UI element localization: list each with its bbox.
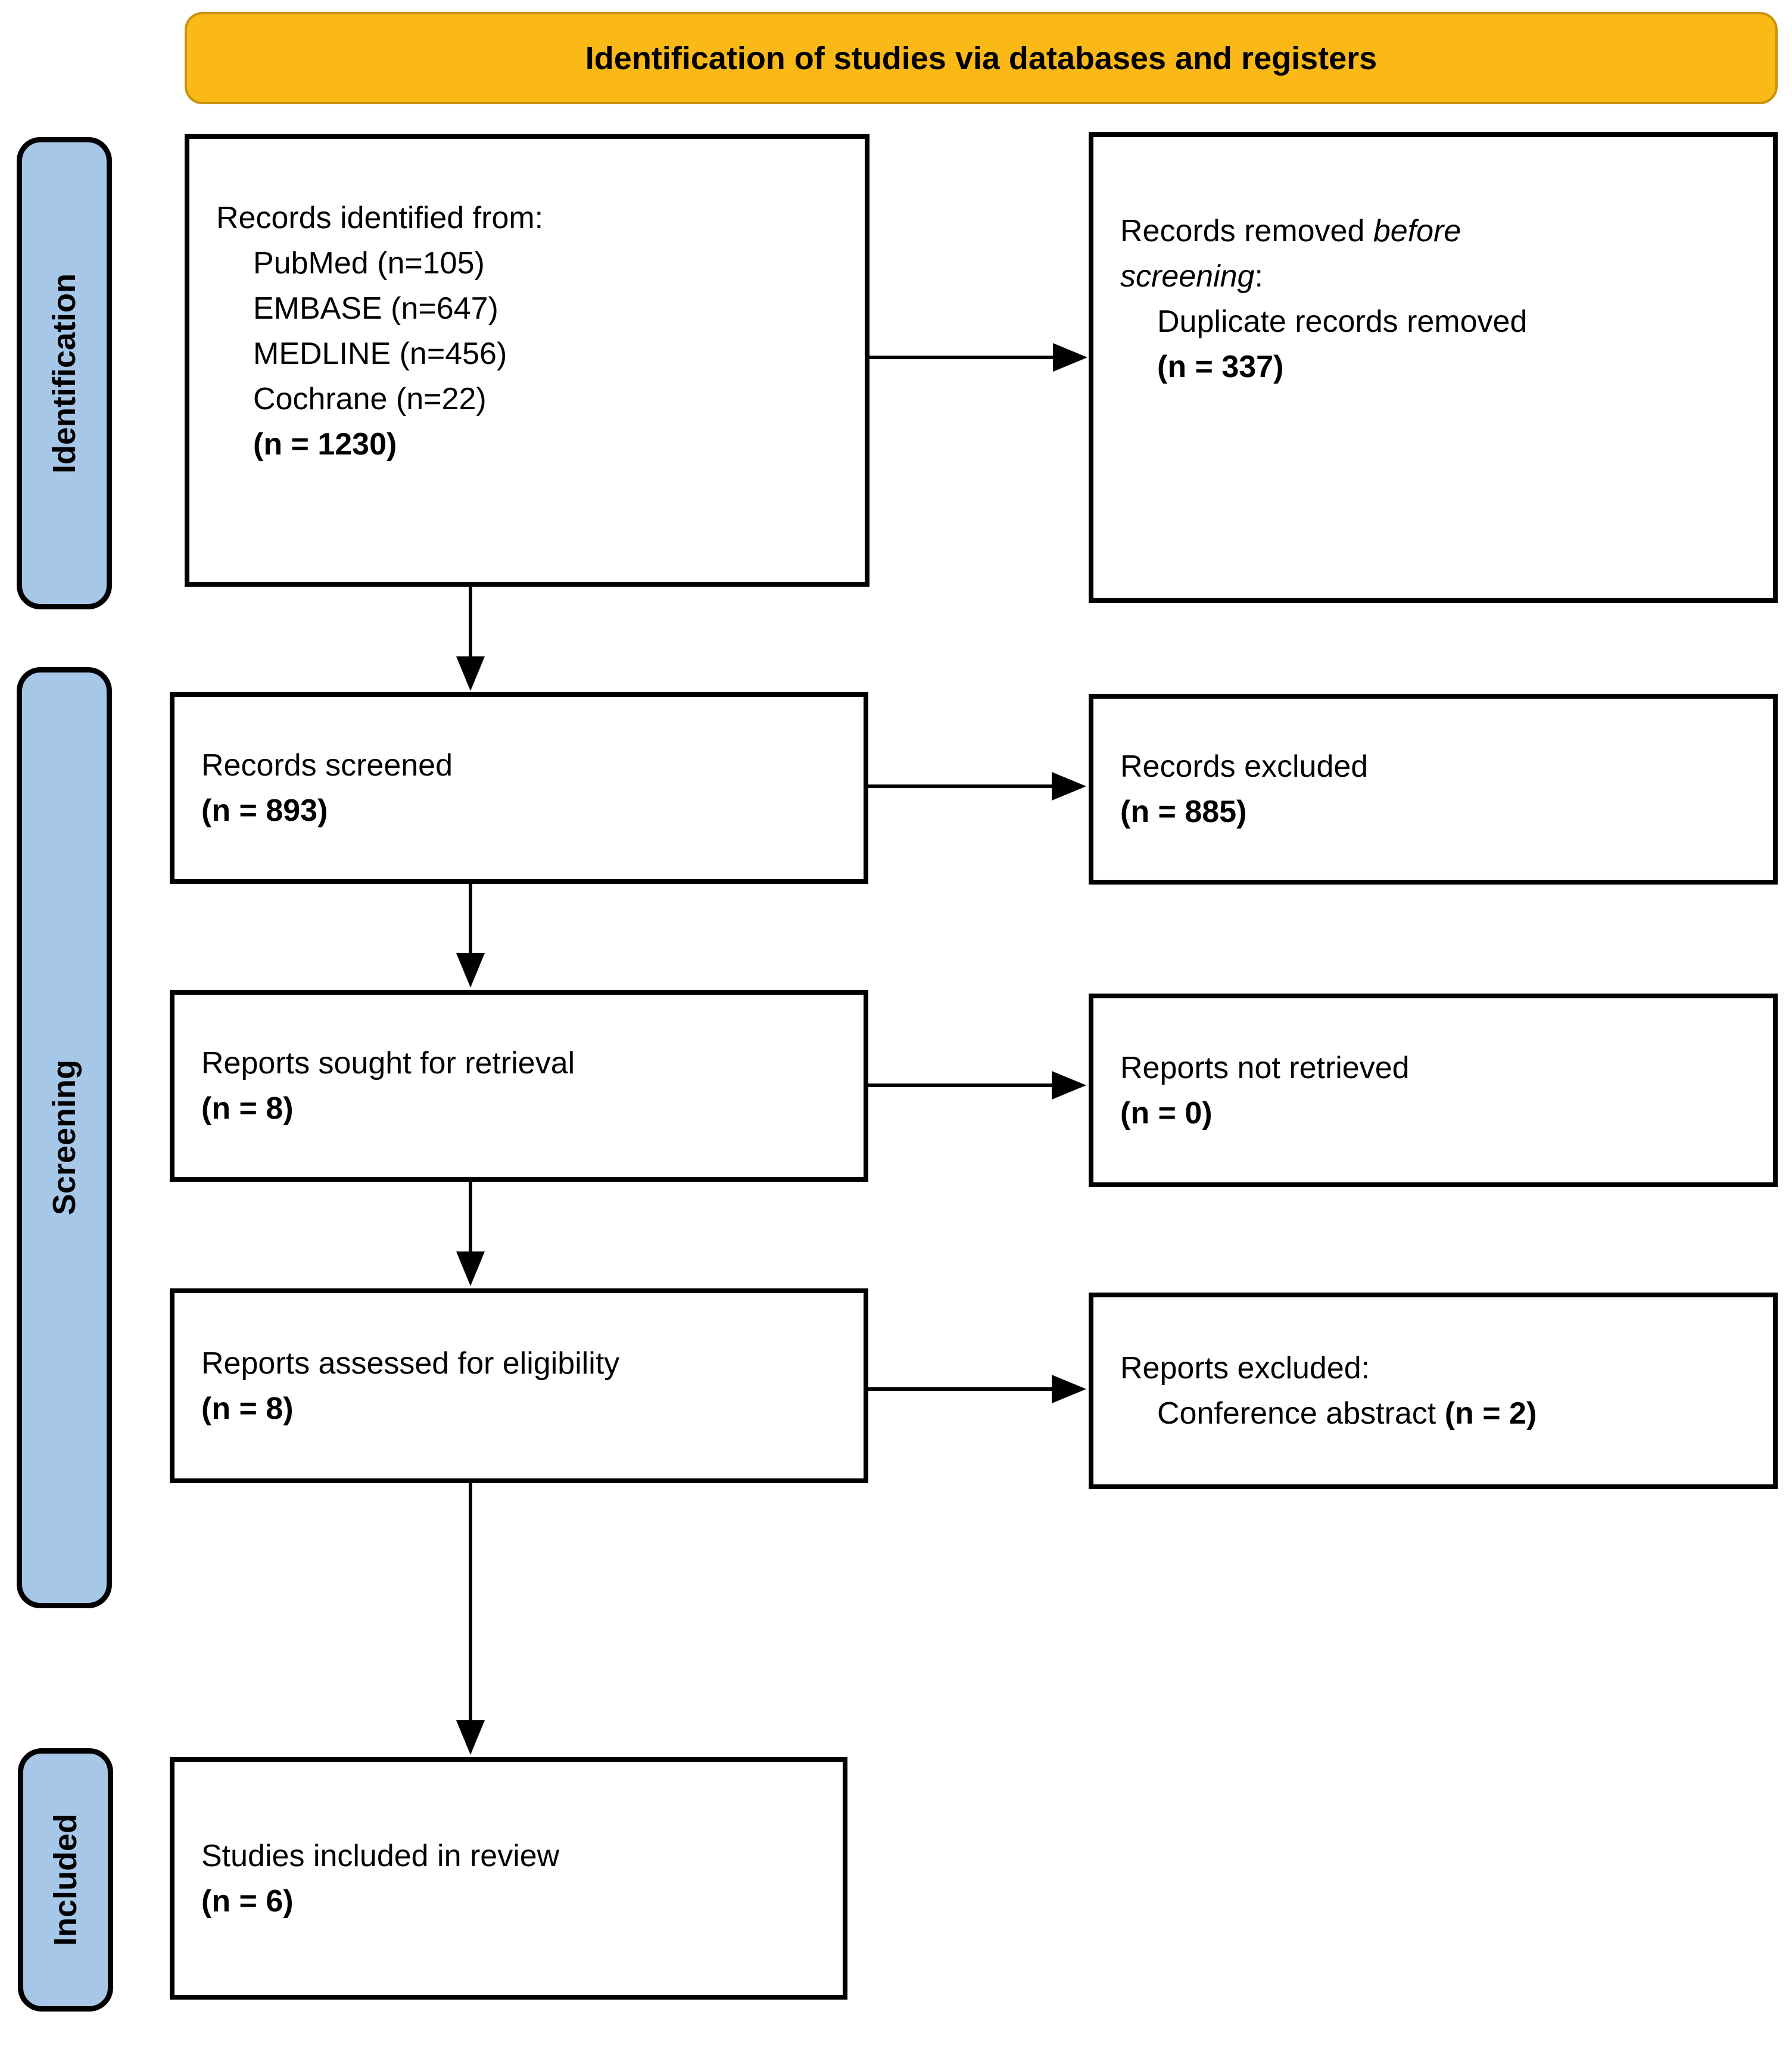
box-reports-excluded: Reports excluded: Conference abstract (n… xyxy=(1089,1293,1778,1489)
box-records-excluded: Records excluded (n = 885) xyxy=(1089,694,1778,885)
records-removed-line2: screening: xyxy=(1120,259,1263,294)
stage-label-screening: Screening xyxy=(46,1060,82,1216)
source-pubmed: PubMed (n=105) xyxy=(253,246,485,281)
records-screened-title: Records screened xyxy=(201,748,453,783)
records-excluded-title: Records excluded xyxy=(1120,749,1369,784)
stage-label-included: Included xyxy=(48,1813,83,1946)
arrow-identified-to-removed-head xyxy=(1053,343,1087,372)
banner: Identification of studies via databases … xyxy=(185,12,1778,104)
banner-title: Identification of studies via databases … xyxy=(585,40,1377,76)
box-records-identified: Records identified from: PubMed (n=105) … xyxy=(185,134,869,587)
studies-included-count: (n = 6) xyxy=(201,1883,294,1919)
stage-tab-identification: Identification xyxy=(17,137,112,609)
arrow-sought-to-assessed-head xyxy=(456,1251,485,1286)
arrow-assessed-to-included-line xyxy=(469,1483,472,1721)
stage-tab-screening: Screening xyxy=(17,667,112,1608)
arrow-identified-to-screened-head xyxy=(456,656,485,691)
box-reports-sought: Reports sought for retrieval (n = 8) xyxy=(170,990,868,1182)
arrow-assessed-to-included-head xyxy=(456,1720,485,1755)
records-identified-intro: Records identified from: xyxy=(216,201,544,235)
reports-excluded-reason: Conference abstract (n = 2) xyxy=(1157,1396,1537,1431)
box-records-screened: Records screened (n = 893) xyxy=(170,692,868,884)
arrow-sought-to-notretrieved-head xyxy=(1052,1071,1086,1100)
stage-tab-included: Included xyxy=(18,1748,113,2012)
arrow-sought-to-assessed-line xyxy=(469,1182,472,1253)
box-records-removed: Records removed before screening: Duplic… xyxy=(1089,132,1778,603)
records-removed-reason: Duplicate records removed xyxy=(1157,304,1528,339)
arrow-screened-to-excluded-head xyxy=(1052,772,1086,801)
arrow-screened-to-excluded-line xyxy=(868,784,1053,788)
arrow-screened-to-sought-head xyxy=(456,953,485,988)
arrow-assessed-to-repexcluded-head xyxy=(1052,1375,1086,1403)
reports-sought-count: (n = 8) xyxy=(201,1091,294,1126)
arrow-screened-to-sought-line xyxy=(469,884,472,954)
stage-label-identification: Identification xyxy=(46,273,82,474)
box-reports-not-retrieved: Reports not retrieved (n = 0) xyxy=(1089,994,1778,1187)
reports-sought-title: Reports sought for retrieval xyxy=(201,1046,575,1081)
source-cochrane: Cochrane (n=22) xyxy=(253,382,487,416)
records-removed-line1: Records removed before xyxy=(1120,214,1461,248)
records-removed-total: (n = 337) xyxy=(1157,350,1284,384)
records-screened-count: (n = 893) xyxy=(201,793,328,828)
records-excluded-count: (n = 885) xyxy=(1120,795,1247,829)
arrow-sought-to-notretrieved-line xyxy=(868,1083,1053,1087)
box-studies-included: Studies included in review (n = 6) xyxy=(170,1757,847,2000)
reports-not-retrieved-count: (n = 0) xyxy=(1120,1095,1213,1131)
reports-assessed-count: (n = 8) xyxy=(201,1391,294,1426)
reports-assessed-title: Reports assessed for eligibility xyxy=(201,1346,620,1381)
studies-included-title: Studies included in review xyxy=(201,1838,560,1873)
arrow-identified-to-removed-line xyxy=(869,356,1054,359)
reports-excluded-title: Reports excluded: xyxy=(1120,1351,1370,1385)
reports-not-retrieved-title: Reports not retrieved xyxy=(1120,1050,1410,1085)
source-medline: MEDLINE (n=456) xyxy=(253,337,507,371)
source-embase: EMBASE (n=647) xyxy=(253,291,498,326)
arrow-identified-to-screened-line xyxy=(469,587,472,658)
arrow-assessed-to-repexcluded-line xyxy=(868,1387,1053,1391)
box-reports-assessed: Reports assessed for eligibility (n = 8) xyxy=(170,1288,868,1483)
records-identified-total: (n = 1230) xyxy=(253,427,397,462)
